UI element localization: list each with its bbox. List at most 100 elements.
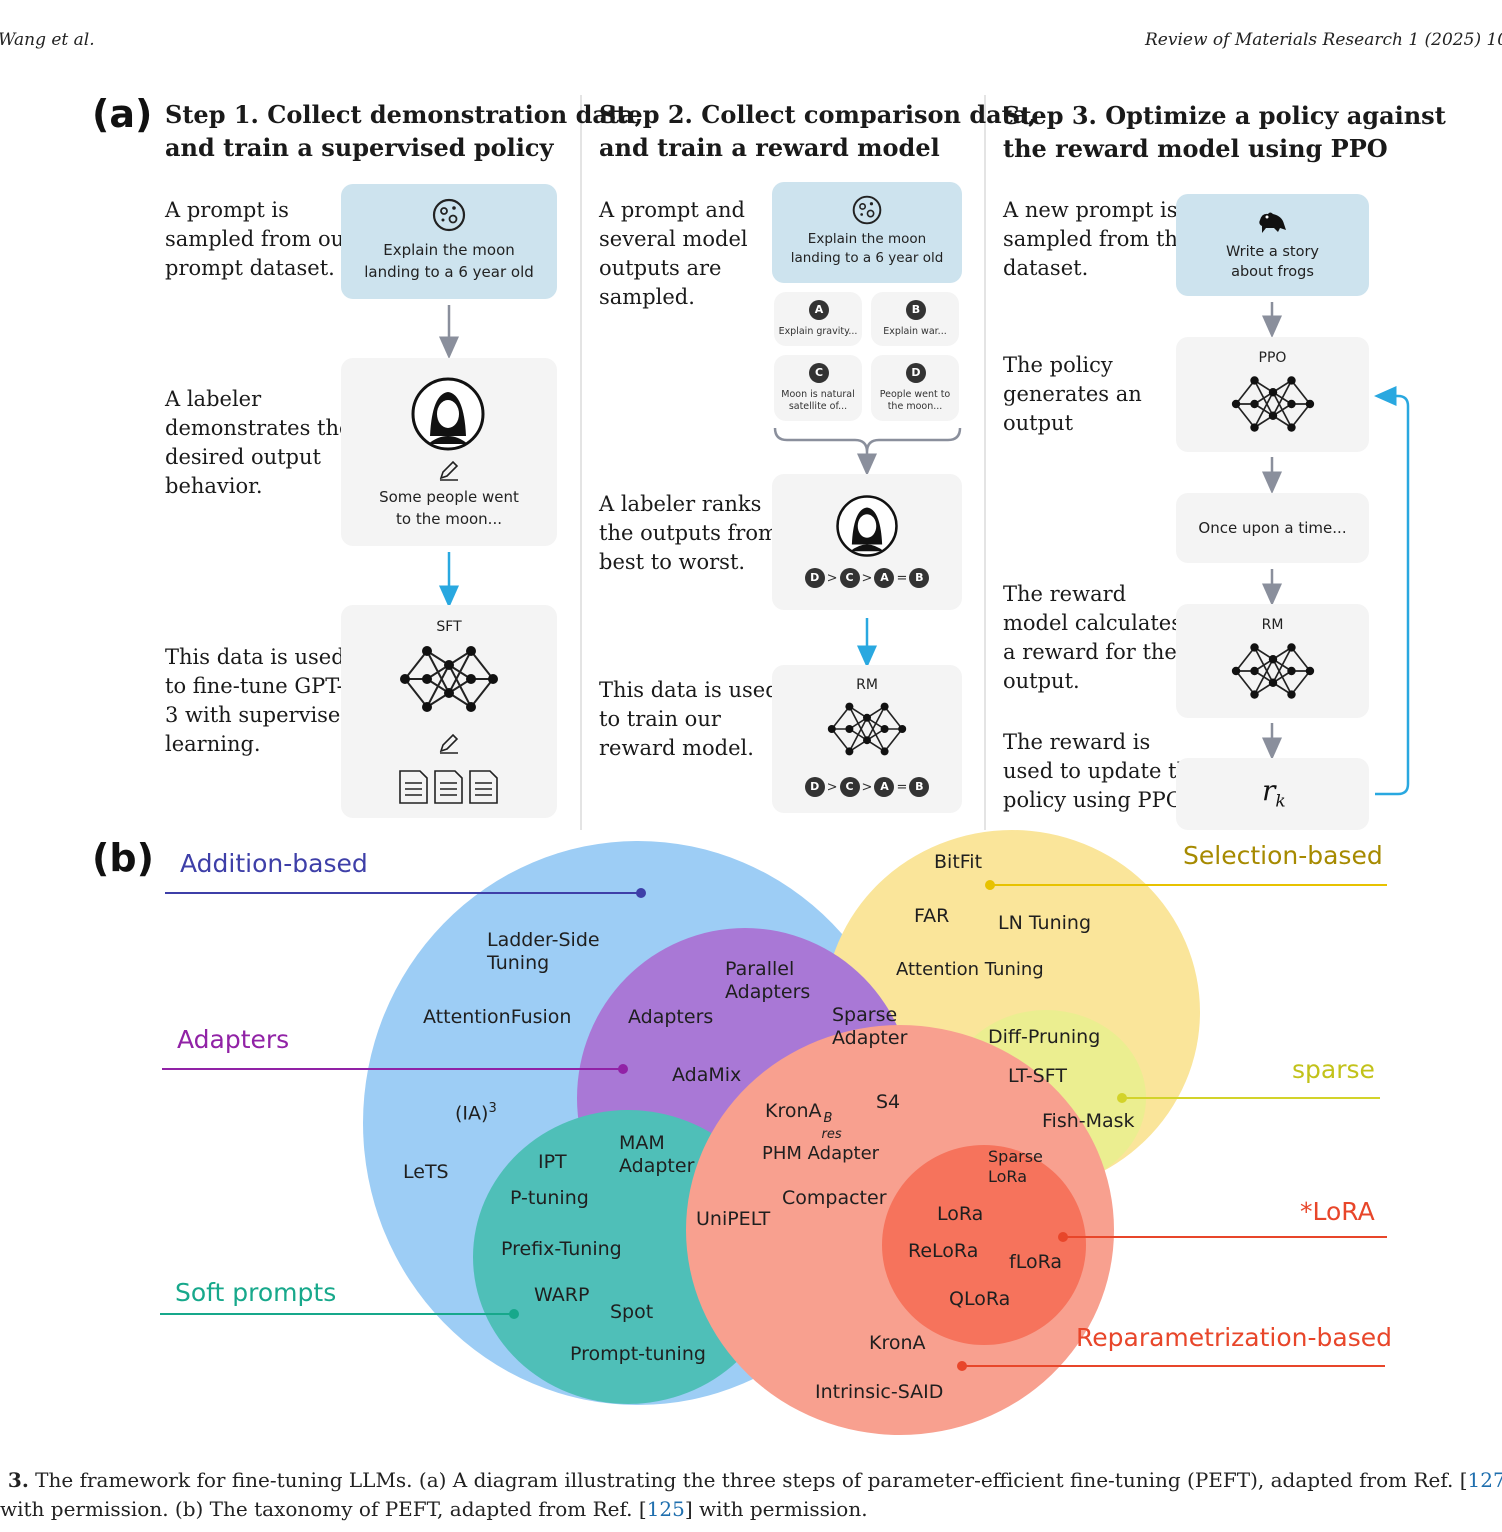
text-line: to train our [599, 707, 721, 731]
rank-badge: D [804, 568, 825, 588]
reward-k: k [1275, 791, 1286, 812]
method-qlora: QLoRa [949, 1288, 1011, 1310]
krona-text: KronA [765, 1100, 822, 1122]
step1-title-line2: and train a supervised policy [165, 133, 554, 162]
text-line: A labeler [165, 387, 262, 411]
method-lt-sft: LT-SFT [1008, 1065, 1067, 1087]
rank-badge: D [804, 777, 825, 797]
option-text: Explain war... [875, 326, 955, 338]
reward-r: r [1262, 774, 1276, 807]
text-line: Adapter [619, 1155, 695, 1177]
text-line: behavior. [165, 474, 263, 498]
text-line: desired output [165, 445, 321, 469]
rank-op: > [861, 570, 873, 586]
method-diff-pruning: Diff-Pruning [988, 1026, 1101, 1048]
sft-label: SFT [436, 619, 462, 635]
text-line: prompt dataset. [165, 256, 335, 280]
rank-badge: B [909, 777, 930, 797]
text-line: A prompt and [599, 198, 745, 222]
method-relora: ReLoRa [908, 1240, 979, 1262]
text-line: dataset. [1003, 256, 1089, 280]
text-line: Explain the moon [383, 241, 515, 259]
text-line: Some people went [379, 488, 519, 506]
step2-title-line1: Step 2. Collect comparison data, [599, 100, 1037, 129]
method-sparse-lora: Sparse LoRa [988, 1147, 1043, 1187]
text-line: sampled from the [1003, 227, 1191, 251]
option-d: D People went to the moon... [871, 355, 959, 421]
text-line: Adapters [725, 981, 811, 1003]
rank-badge: A [874, 777, 895, 797]
category-reparametrization-based: Reparametrization-based [1076, 1323, 1392, 1352]
text-line: the outputs from [599, 521, 778, 545]
caption-text: ] with permission. [684, 1497, 868, 1521]
method-fish-mask: Fish-Mask [1042, 1110, 1135, 1132]
circle-lora [882, 1145, 1086, 1345]
panel-b-label: (b) [92, 836, 154, 880]
rm-label: RM [1261, 617, 1284, 633]
moon-icon [432, 198, 466, 232]
rank-op: = [896, 779, 908, 795]
option-c: C Moon is natural satellite of... [774, 355, 862, 421]
method-compacter: Compacter [782, 1187, 887, 1209]
text-line: Sparse [832, 1004, 898, 1026]
method-lora: LoRa [937, 1203, 984, 1225]
text-line: This data is used [599, 678, 779, 702]
text-line: LoRa [988, 1167, 1027, 1186]
step1-labeler-box: Some people went to the moon... [341, 358, 557, 546]
option-a: A Explain gravity... [774, 292, 862, 346]
running-header-journal: Review of Materials Research 1 (2025) 10… [1145, 30, 1502, 50]
reward-symbol: rk [1262, 774, 1286, 812]
option-text: Explain gravity... [778, 326, 858, 338]
text-line: Tuning [487, 952, 550, 974]
leader-dot [1117, 1093, 1127, 1103]
method-intrinsic-said: Intrinsic-SAID [815, 1381, 944, 1403]
method-krona: KronA [869, 1332, 926, 1354]
method-unipelt: UniPELT [696, 1208, 771, 1230]
method-p-tuning: P-tuning [510, 1187, 589, 1209]
method-bitfit: BitFit [934, 851, 983, 873]
reference-link[interactable]: 127 [1467, 1468, 1502, 1492]
text-line: Write a story [1225, 244, 1320, 260]
method-far: FAR [914, 905, 950, 927]
prompt-text: Explain the moon landing to a 6 year old [341, 239, 557, 283]
text-line: to fine-tune GPT- [165, 674, 344, 698]
text-line: used to update the [1003, 759, 1203, 783]
panel-a-label: (a) [92, 92, 153, 136]
rm-label: RM [856, 677, 878, 693]
step3-title: Step 3. Optimize a policy against the re… [1003, 99, 1446, 165]
text-line: sampled. [599, 285, 695, 309]
text-line: several model [599, 227, 748, 251]
leader-dot [957, 1361, 967, 1371]
text-line: output. [1003, 669, 1080, 693]
reference-link[interactable]: 125 [646, 1497, 685, 1521]
method-sparse-adapter: Sparse Adapter [832, 1004, 907, 1050]
output-text: Once upon a time... [1198, 519, 1347, 537]
option-badge: C [809, 363, 829, 383]
step1-prompt-box: Explain the moon landing to a 6 year old [341, 184, 557, 299]
step3-title-line1: Step 3. Optimize a policy against [1003, 101, 1446, 130]
text-line: reward model. [599, 736, 754, 760]
option-badge: B [906, 300, 926, 320]
option-badge: A [809, 300, 829, 320]
step2-rm-box: RM D>C>A=B [772, 665, 962, 813]
category-addition-based: Addition-based [180, 849, 368, 878]
option-text: Moon is natural satellite of... [778, 389, 858, 413]
ia3-sup: 3 [488, 1101, 497, 1116]
rank-op: > [861, 779, 873, 795]
step1-title: Step 1. Collect demonstration data, and … [165, 98, 643, 164]
running-header-authors: Wang et al. [0, 30, 95, 50]
step2-title-line2: and train a reward model [599, 133, 940, 162]
ranking-row: D>C>A=B [772, 568, 962, 588]
category-soft-prompts: Soft prompts [175, 1278, 337, 1307]
caption-text: ] with permission. (b) The taxonomy of P… [0, 1497, 647, 1521]
method-ia3: (IA)3 [455, 1097, 497, 1125]
rank-badge: A [874, 568, 895, 588]
step3-reward-box: rk [1176, 758, 1369, 830]
method-attentionfusion: AttentionFusion [423, 1006, 572, 1028]
krona-sup: B [823, 1111, 833, 1126]
text-line: landing to a 6 year old [790, 250, 944, 266]
step2-desc1: A prompt and several model outputs are s… [599, 196, 748, 312]
method-adamix: AdaMix [672, 1064, 742, 1086]
step3-desc3: The reward model calculates a reward for… [1003, 580, 1182, 696]
